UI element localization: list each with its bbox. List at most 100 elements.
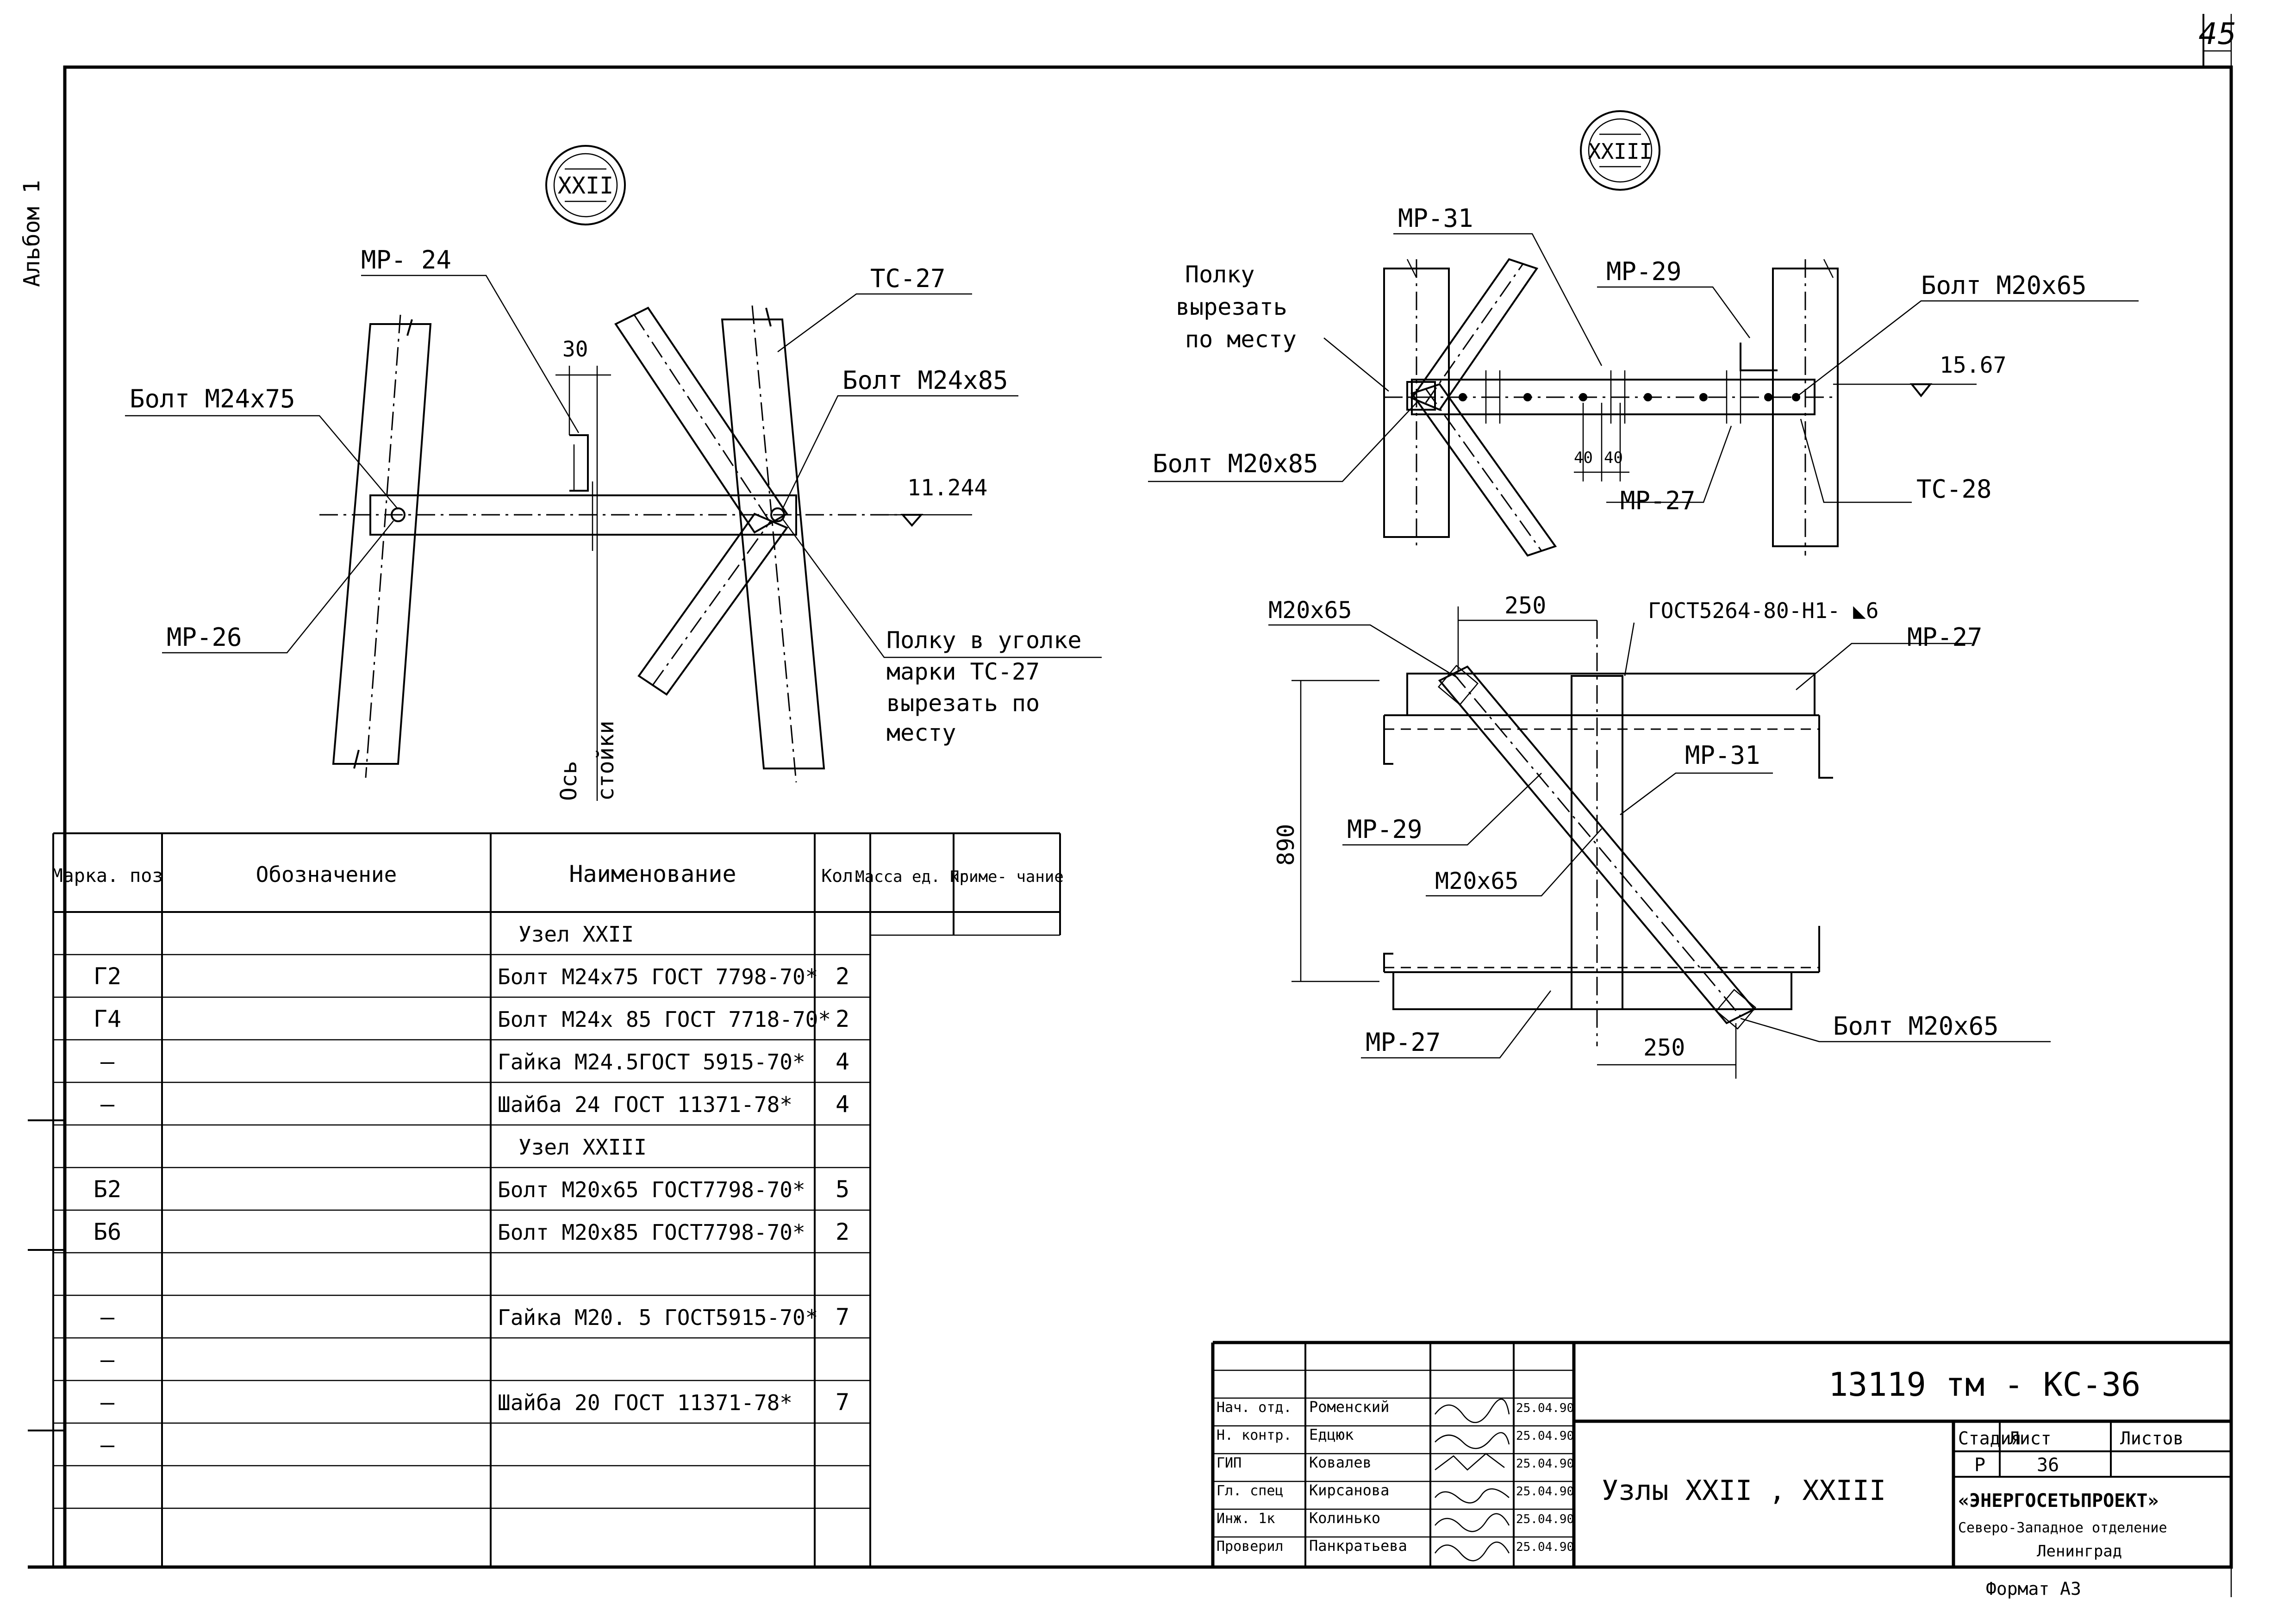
spec-cell: — [100,1091,115,1118]
signature-date: 25.04.90 [1516,1512,1574,1526]
spec-table-grid [52,832,1061,1567]
signature-role: Нач. отд. [1217,1399,1292,1416]
plan-dim-250-top: 250 [1504,592,1546,619]
spec-header-3: Кол. [821,866,864,886]
format-label: Формат А3 [1986,1579,2081,1599]
spec-table [52,832,1061,1567]
page-number: 45 [2198,17,2236,51]
level-1567: 15.67 [1940,352,2007,378]
axis-label-1: Ось [556,761,582,801]
plan-dim-890: 890 [1273,824,1299,866]
spec-cell: 7 [836,1389,849,1416]
spec-header-4: Масса ед. кг [855,868,969,886]
spec-header-0: Марка. поз [52,865,163,887]
stage-value: Р [1974,1455,1985,1476]
plan-m20x65-mid: М20х65 [1435,868,1519,894]
xxiii-mark-mr31: МР-31 [1398,204,1473,233]
album-label: Альбом 1 [19,180,45,287]
xxii-note-2: марки ТС-27 [886,658,1040,685]
mark-tc27: ТС-27 [870,264,946,293]
spec-cell: — [100,1346,115,1373]
signature-role: Гл. спец [1217,1483,1284,1499]
signature-role: Проверил [1217,1538,1284,1555]
xxii-note-1: Полку в уголке [886,627,1081,654]
spec-cell: Шайба 20 ГОСТ 11371-78* [498,1390,792,1415]
plan-view-drawing [1292,606,1833,1079]
doc-code: 13119 тм - КС-36 [1828,1366,2140,1404]
xxii-note-4: месту [886,719,956,746]
org-branch: Северо-Западное отделение [1958,1520,2167,1536]
spec-cell: Гайка М20. 5 ГОСТ5915-70* [498,1305,818,1330]
spec-cell: — [100,1389,115,1416]
spec-cell: Г2 [94,963,121,990]
spec-cell: — [100,1304,115,1330]
spec-cell: 7 [836,1304,849,1330]
mark-mr26: МР-26 [167,623,242,652]
plan-bolt-m20x65: Болт М20х65 [1833,1012,1999,1041]
org-city: Ленинград [2037,1542,2122,1561]
spec-cell: 5 [836,1176,849,1203]
signature-date: 25.04.90 [1516,1401,1574,1415]
plan-dim-250-bottom: 250 [1643,1034,1685,1061]
dim-30: 30 [562,337,588,362]
spec-cell: 2 [836,1006,849,1032]
plan-gost-note: ГОСТ5264-80-Н1- ◣6 [1648,598,1879,623]
xxiii-dim-40b: 40 [1604,449,1623,467]
spec-cell: Болт М24х75 ГОСТ 7798-70* [498,964,818,989]
xxii-note-3: вырезать по [886,690,1040,717]
plan-mark-mr27-bottom: МР-27 [1366,1028,1441,1057]
xxiii-bolt-m20x85: Болт М20х85 [1153,449,1318,478]
signature-date: 25.04.90 [1516,1429,1574,1443]
spec-cell: Болт М20х65 ГОСТ7798-70* [498,1177,805,1202]
spec-cell: 4 [836,1048,849,1075]
signature-role: Н. контр. [1217,1427,1292,1443]
signature-name: Колинько [1309,1509,1380,1527]
signature-name: Роменский [1309,1398,1389,1416]
bolt-m24x75-label: Болт М24х75 [130,384,295,413]
plan-mark-mr29: МР-29 [1347,815,1423,844]
signature-name: Панкратьева [1309,1537,1407,1555]
sheet-value: 36 [2037,1455,2059,1476]
xxiii-mark-mr27: МР-27 [1620,486,1696,515]
node-xxii-drawing: XXII [319,145,972,801]
xxiii-note-1: Полку [1185,261,1255,288]
node-xxiii-label: XXIII [1588,139,1652,164]
spec-cell: 4 [836,1091,849,1118]
signature-date: 25.04.90 [1516,1457,1574,1471]
node-xxiii-leaders [1148,233,2139,503]
signature-mark [1435,1399,1510,1423]
signature-mark [1435,1453,1505,1471]
signature-name: Ковалев [1309,1454,1372,1471]
stage-header: Стадия [1958,1428,2021,1449]
mark-mr24: МР- 24 [361,245,451,275]
title-block [1211,1341,2231,1567]
spec-cell: Гайка М24.5ГОСТ 5915-70* [498,1049,805,1074]
sheet-title: Узлы XXII , XXIII [1602,1474,1886,1507]
spec-cell: Б2 [94,1176,121,1203]
spec-cell: Болт М20х85 ГОСТ7798-70* [498,1220,805,1245]
node-xxii-label: XXII [558,172,613,199]
spec-header-2: Наименование [569,861,736,887]
signature-name: Едцюк [1309,1426,1354,1443]
signature-name: Кирсанова [1309,1481,1389,1499]
signature-role: ГИП [1217,1455,1242,1471]
sheet-header: Лист [2009,1428,2052,1449]
org-name: «ЭНЕРГОСЕТЬПРОЕКТ» [1958,1490,2159,1512]
signature-date: 25.04.90 [1516,1540,1574,1554]
signature-mark [1434,1542,1510,1562]
node-xxii-leaders [125,275,1102,658]
level-11244: 11.244 [907,475,987,501]
sheet-frame [28,14,2233,1597]
spec-cell: Болт М24х 85 ГОСТ 7718-70* [498,1007,831,1032]
node-xxiii-drawing: XXIII [1383,110,1977,557]
signature-mark [1435,1488,1510,1504]
xxiii-mark-mr29: МР-29 [1606,257,1682,286]
spec-header-1: Обозначение [256,862,397,887]
axis-label-2: стойки [593,721,619,801]
signature-role: Инж. 1к [1217,1511,1275,1527]
plan-mark-mr27-top: МР-27 [1907,623,1983,652]
plan-m20x65-top: М20х65 [1268,597,1352,624]
spec-cell: — [100,1048,115,1075]
xxiii-bolt-m20x65: Болт М20х65 [1921,271,2087,300]
